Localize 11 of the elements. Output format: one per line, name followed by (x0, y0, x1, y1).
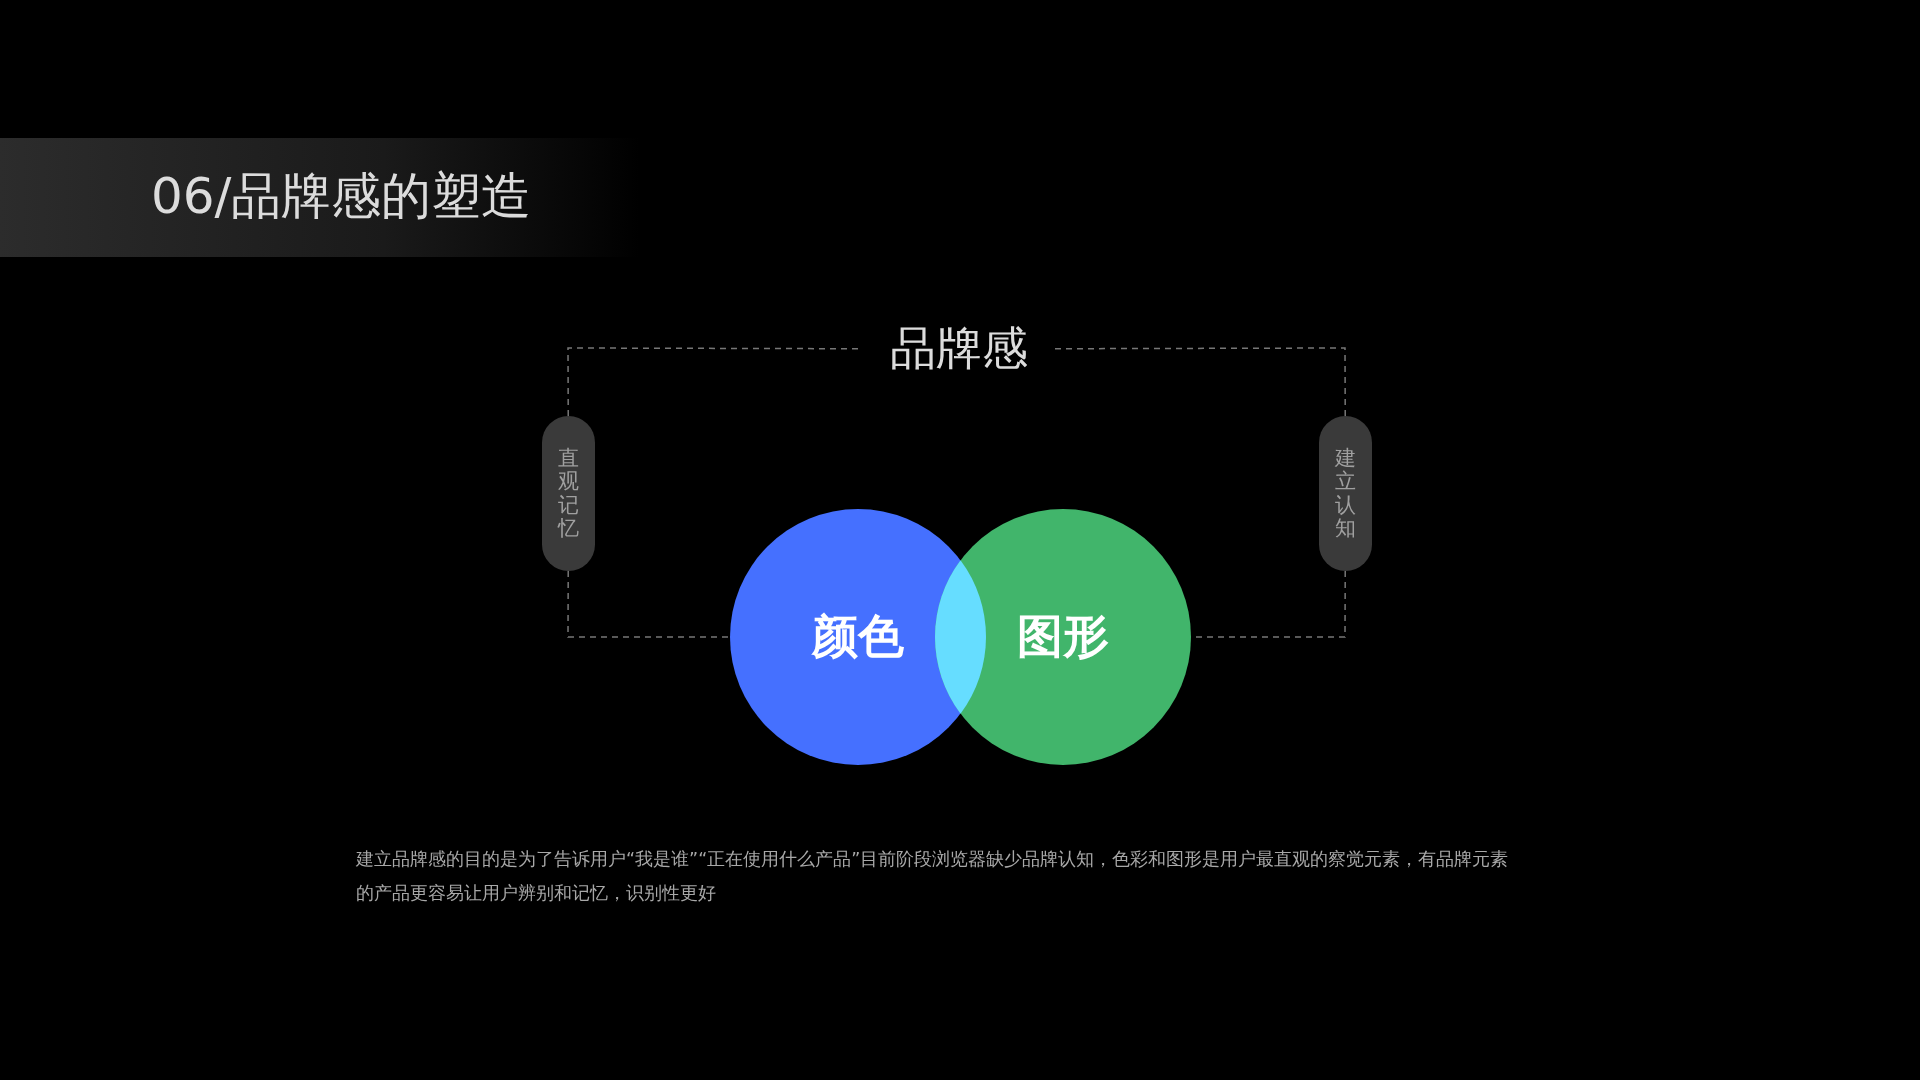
circle-label: 图形 (1017, 608, 1109, 665)
heading-label: 品牌感 (889, 320, 1028, 377)
connector-line (567, 570, 731, 638)
description-paragraph: 建立品牌感的目的是为了告诉用户“我是谁”“正在使用什么产品”目前阶段浏览器缺少品牌认知，色彩和图形是用户最直观的察觉元素，有品牌元素的产品更容易让用户辨别和记忆，识别性更好 (356, 848, 1510, 905)
label-pill (542, 416, 595, 571)
vertical-label: 建立认知 (1335, 447, 1356, 540)
connector-line (1054, 347, 1346, 417)
vertical-label: 直观记忆 (558, 447, 579, 540)
circle-label: 颜色 (812, 608, 904, 665)
slide-title: 06/品牌感的塑造 (151, 166, 532, 226)
label-pill (1319, 416, 1372, 571)
